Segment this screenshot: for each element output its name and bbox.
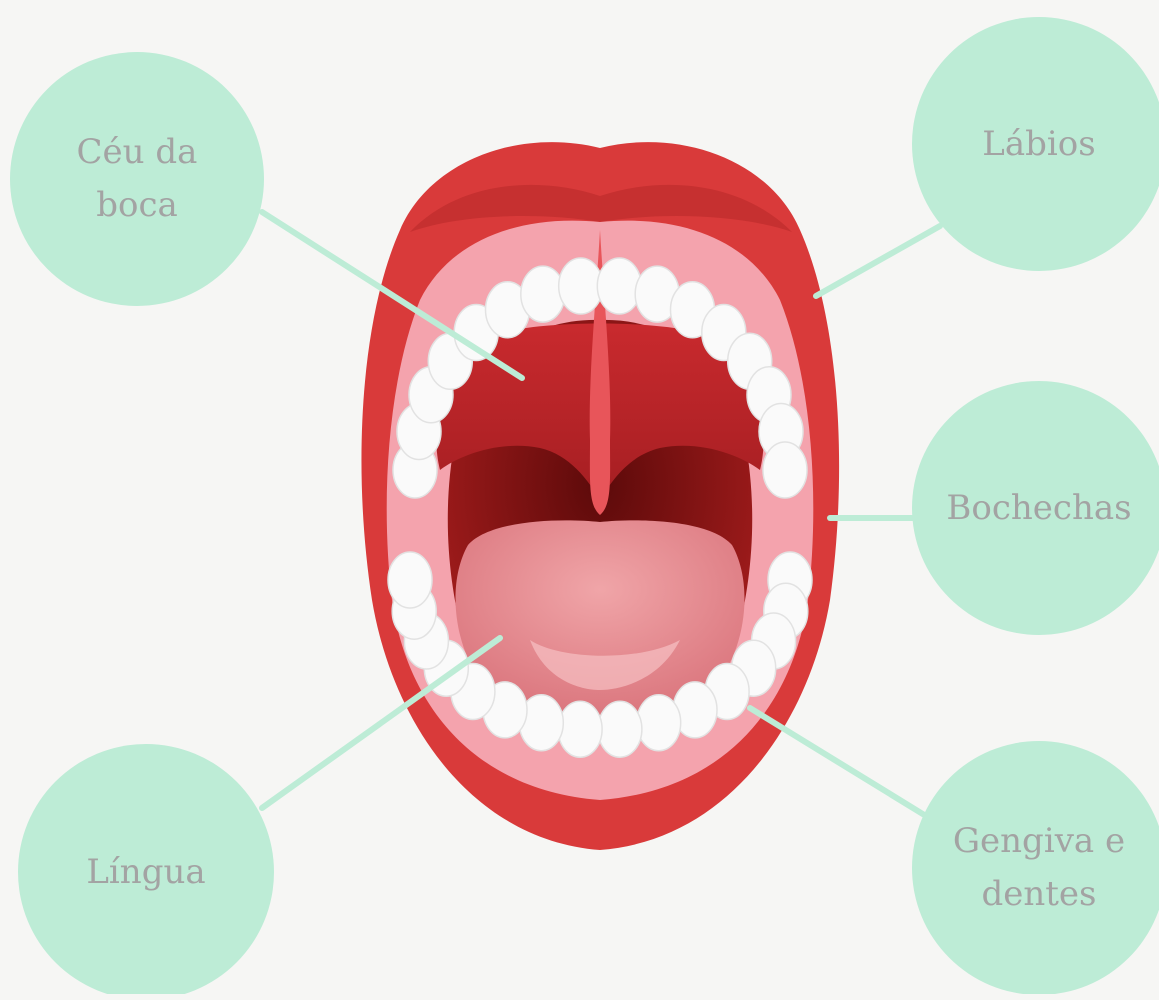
upper-tooth [597, 258, 641, 314]
label-ceu-da-boca: Céu da boca [10, 54, 264, 304]
connector-labios [816, 226, 940, 296]
connector-gengiva-e-dentes [750, 708, 926, 816]
label-bochechas-text: Bochechas [946, 482, 1131, 535]
lower-tooth [558, 701, 602, 757]
label-gengiva-e-dentes: Gengiva e dentes [914, 740, 1159, 996]
lower-tooth [598, 701, 642, 757]
label-labios-text: Lábios [982, 118, 1095, 171]
lower-tooth [637, 695, 681, 751]
lower-tooth [388, 552, 432, 608]
upper-tooth [559, 258, 603, 314]
upper-tooth [521, 266, 565, 322]
label-ceu-da-boca-text: Céu da boca [77, 126, 198, 231]
label-lingua: Língua [18, 744, 274, 1000]
label-bochechas: Bochechas [914, 380, 1159, 636]
label-lingua-text: Língua [86, 846, 205, 899]
upper-tooth [763, 442, 807, 498]
label-gengiva-e-dentes-text: Gengiva e dentes [953, 815, 1125, 920]
label-labios: Lábios [914, 16, 1159, 272]
